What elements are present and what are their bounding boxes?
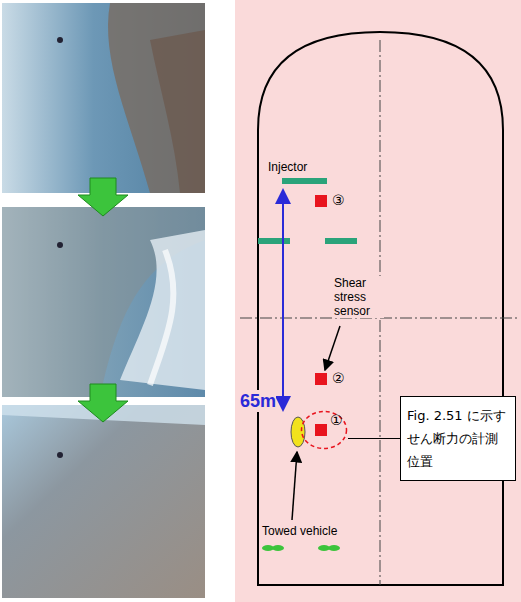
callout-number: ③ — [332, 192, 345, 209]
note-text: Fig. 2.51 に示す せん断力の計測 位置 — [407, 404, 509, 473]
photo — [2, 405, 205, 598]
sensor-square — [315, 373, 327, 385]
part-label: Injector — [268, 160, 307, 174]
ship-outline — [258, 32, 503, 585]
callout-line — [348, 438, 400, 439]
marker-circle: ① — [300, 410, 348, 450]
part-label: Shear stress sensor — [334, 276, 384, 318]
sensor-square — [315, 195, 327, 207]
injector-bar — [282, 178, 327, 184]
towed-vehicle — [291, 417, 305, 447]
dimension-label: 65m — [240, 390, 276, 412]
distance-arrow — [282, 190, 284, 410]
photo — [2, 207, 205, 397]
sensor-square — [315, 424, 327, 436]
leader-arrow — [325, 326, 340, 370]
photo — [2, 3, 205, 193]
injector-bar — [325, 238, 357, 244]
leader-arrow — [292, 452, 297, 520]
part-label: Towed vehicle — [262, 524, 337, 538]
propeller — [328, 545, 340, 551]
callout-number: ② — [332, 370, 345, 387]
background-panel — [235, 0, 521, 602]
propeller — [272, 545, 284, 551]
injector-bar — [258, 238, 290, 244]
flow-arrow — [78, 178, 128, 216]
flow-arrow — [78, 384, 128, 422]
note-box: Fig. 2.51 に示す せん断力の計測 位置 — [400, 396, 516, 481]
callout-number: ① — [330, 412, 343, 428]
